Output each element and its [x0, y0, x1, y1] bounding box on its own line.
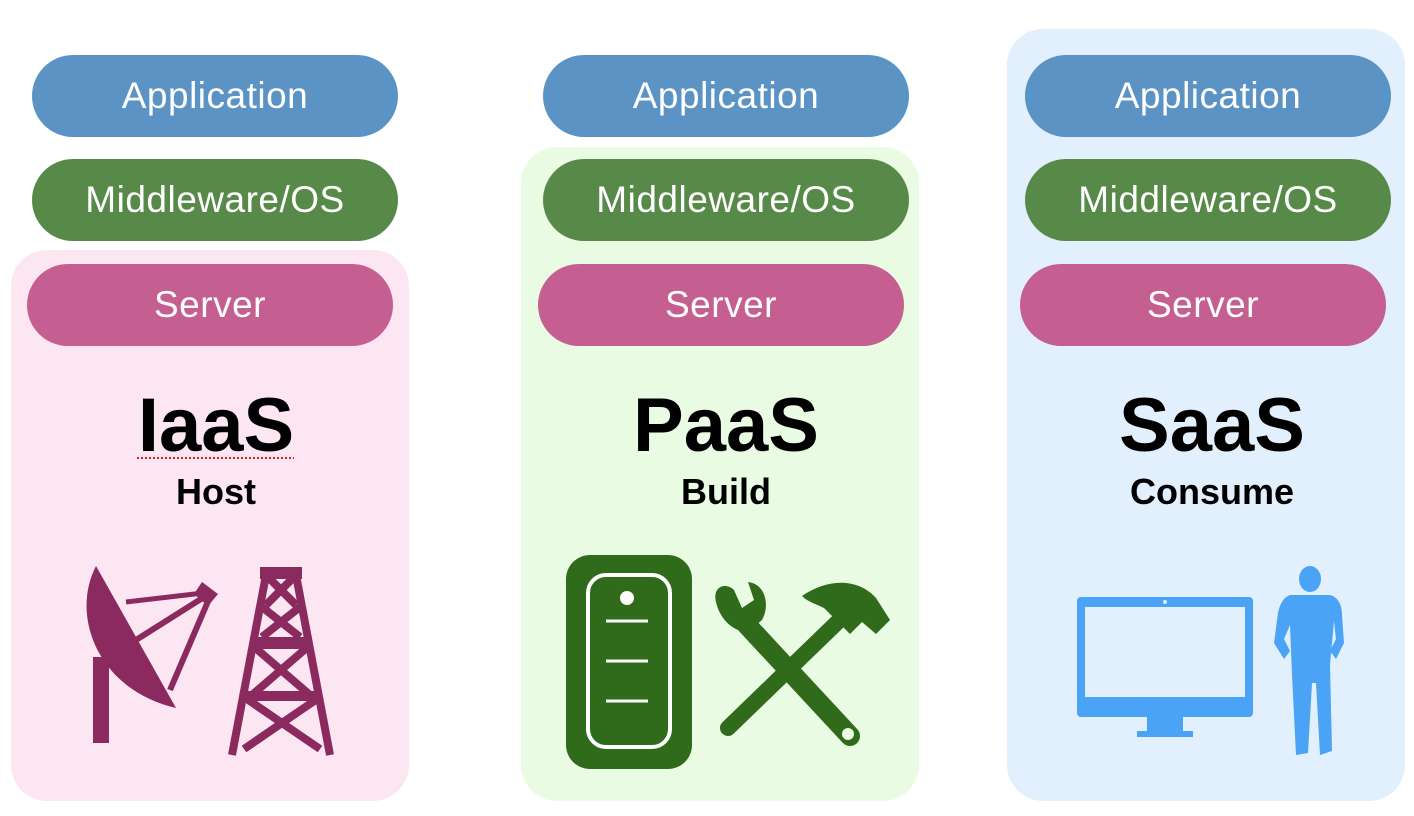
paas-middleware-layer: Middleware/OS — [543, 159, 909, 241]
iaas-title: IaaS — [11, 388, 421, 464]
satellite-dish-icon — [86, 566, 218, 743]
iaas-application-layer: Application — [32, 55, 398, 137]
paas-title: PaaS — [633, 383, 819, 468]
saas-title: SaaS — [1119, 383, 1305, 468]
monitor-icon — [1077, 597, 1253, 737]
paas-server-layer: Server — [538, 264, 904, 346]
iaas-title-text: IaaS — [137, 383, 295, 468]
paas-subtitle: Build — [681, 471, 771, 512]
radio-tower-icon — [228, 567, 334, 756]
paas-application-layer: Application — [543, 55, 909, 137]
saas-application-layer: Application — [1025, 55, 1391, 137]
iaas-server-layer: Server — [27, 264, 393, 346]
saas-middleware-layer: Middleware/OS — [1025, 159, 1391, 241]
person-icon — [1274, 566, 1344, 755]
saas-subtitle: Consume — [1129, 471, 1295, 512]
saas-server-layer: Server — [1020, 264, 1386, 346]
server-icon — [566, 555, 692, 769]
iaas-subtitle: Host — [176, 471, 256, 512]
tools-icon — [715, 582, 890, 746]
iaas-middleware-layer: Middleware/OS — [32, 159, 398, 241]
